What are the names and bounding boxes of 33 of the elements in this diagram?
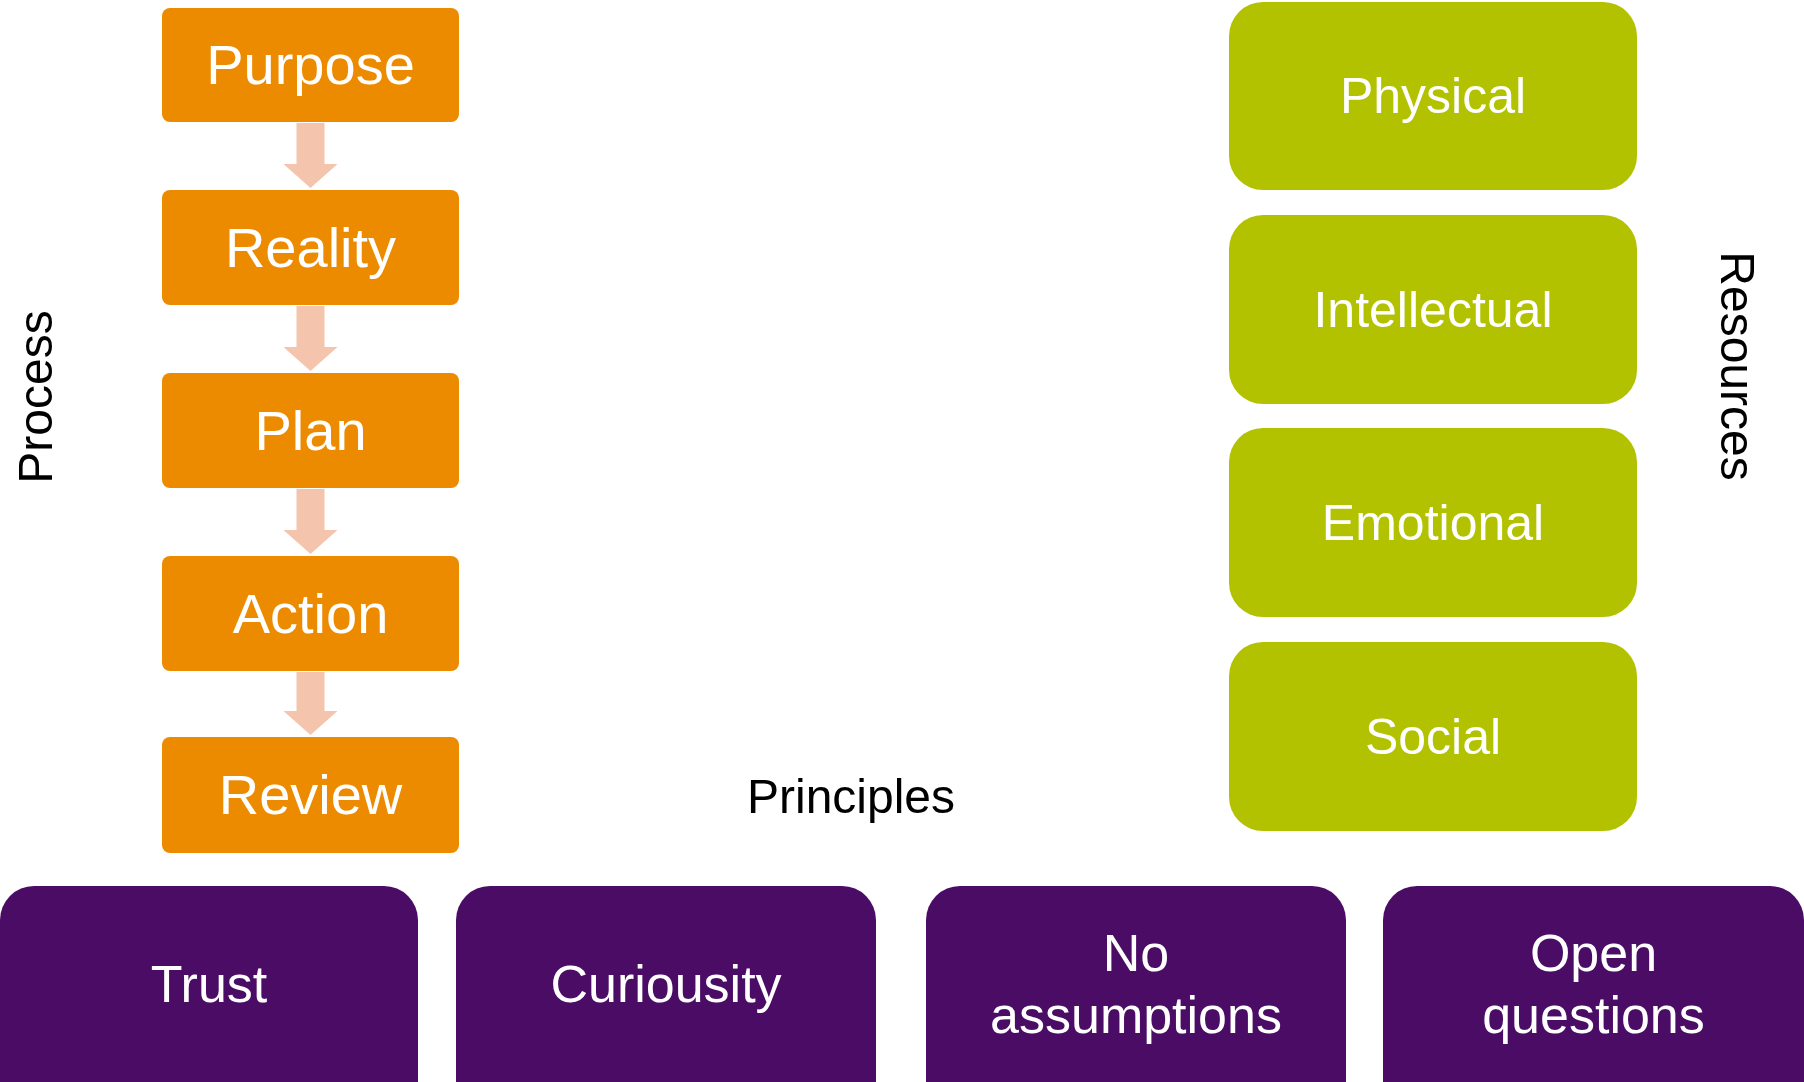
- section-label: Resources: [1709, 251, 1765, 481]
- arrow: [283, 672, 338, 735]
- principle-box: [1383, 886, 1804, 1082]
- process-box: [162, 556, 459, 671]
- box-label: Curiousity: [550, 953, 782, 1015]
- box-label: Plan: [254, 397, 367, 464]
- box-label: Action: [232, 580, 389, 647]
- principle-box: [456, 886, 876, 1082]
- box-label: Physical: [1339, 67, 1527, 126]
- resource-box: [1229, 642, 1637, 831]
- box-label: No assumptions: [990, 922, 1282, 1046]
- box-label: Emotional: [1321, 493, 1545, 553]
- principle-box: [926, 886, 1346, 1082]
- box-label: Open questions: [1481, 922, 1706, 1046]
- box-label: Review: [218, 762, 403, 829]
- process-box: [162, 737, 459, 853]
- box-label: Reality: [224, 214, 397, 281]
- box-label: Intellectual: [1313, 280, 1553, 340]
- resource-box: [1229, 2, 1637, 190]
- arrow: [283, 489, 338, 554]
- process-box: [162, 8, 459, 122]
- process-box: [162, 373, 459, 488]
- resource-box: [1229, 428, 1637, 617]
- arrow: [283, 306, 338, 371]
- section-label: Principles: [746, 768, 956, 824]
- resource-box: [1229, 215, 1637, 404]
- section-label: Process: [7, 310, 63, 484]
- box-label: Trust: [150, 953, 268, 1015]
- process-box: [162, 190, 459, 305]
- principle-box: [0, 886, 418, 1082]
- arrow: [283, 123, 338, 188]
- box-label: Purpose: [206, 32, 415, 99]
- box-label: Social: [1364, 707, 1502, 767]
